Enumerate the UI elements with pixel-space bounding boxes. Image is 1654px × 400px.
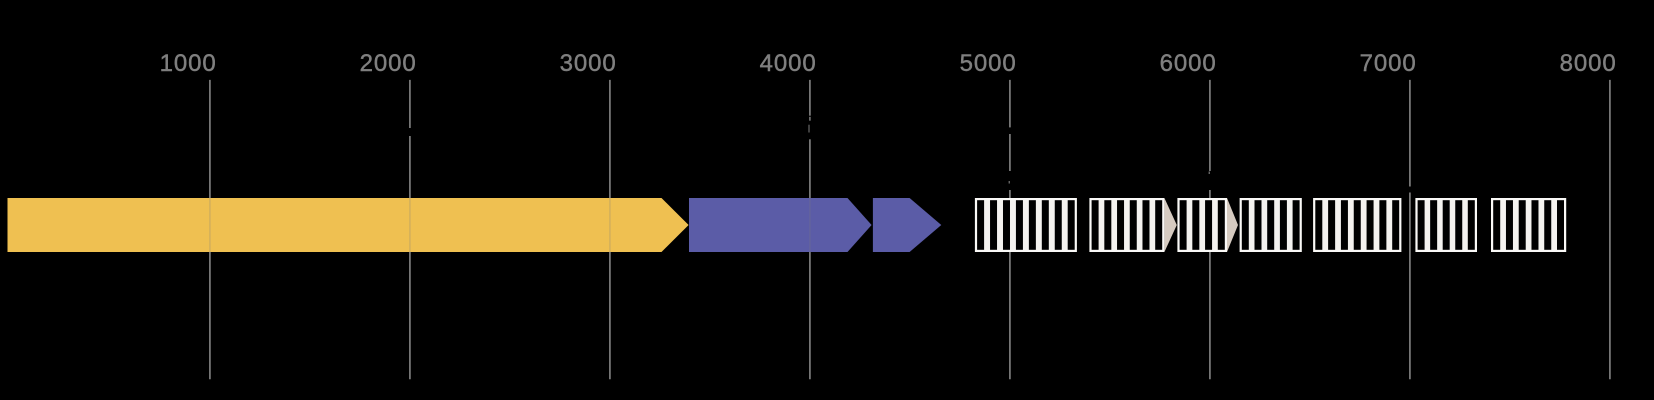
svg-text:2000: 2000 [360, 50, 417, 77]
svg-text:1000: 1000 [160, 50, 217, 77]
svg-text:8000: 8000 [1560, 50, 1617, 77]
svg-text:3000: 3000 [560, 50, 617, 77]
svg-text:5000: 5000 [960, 50, 1017, 77]
svg-text:6000: 6000 [1160, 50, 1217, 77]
svg-text:7000: 7000 [1360, 50, 1417, 77]
svg-text:4000: 4000 [760, 50, 817, 77]
